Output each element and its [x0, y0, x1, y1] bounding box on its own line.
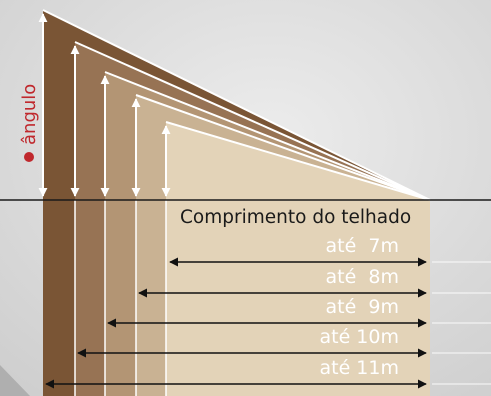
- shadow-corner: [0, 365, 30, 396]
- length-label-8m: até 8m: [326, 266, 399, 288]
- length-label-9m: até 9m: [326, 296, 399, 318]
- height-arrows: [38, 13, 171, 197]
- length-caption: Comprimento do telhado: [180, 207, 411, 228]
- length-labels: até 7m até 8m até 9m até 10m até 11m: [319, 235, 399, 379]
- length-label-10m: até 10m: [319, 326, 399, 348]
- length-label-7m: até 7m: [326, 235, 399, 257]
- roof-pitch-lines: [42, 9, 431, 201]
- angle-label: ângulo: [19, 84, 40, 145]
- angle-bullet-icon: [24, 152, 34, 162]
- length-label-11m: até 11m: [319, 357, 399, 379]
- length-arrows: [45, 257, 427, 389]
- guide-lines: [432, 261, 491, 385]
- wall-lines: [74, 200, 167, 396]
